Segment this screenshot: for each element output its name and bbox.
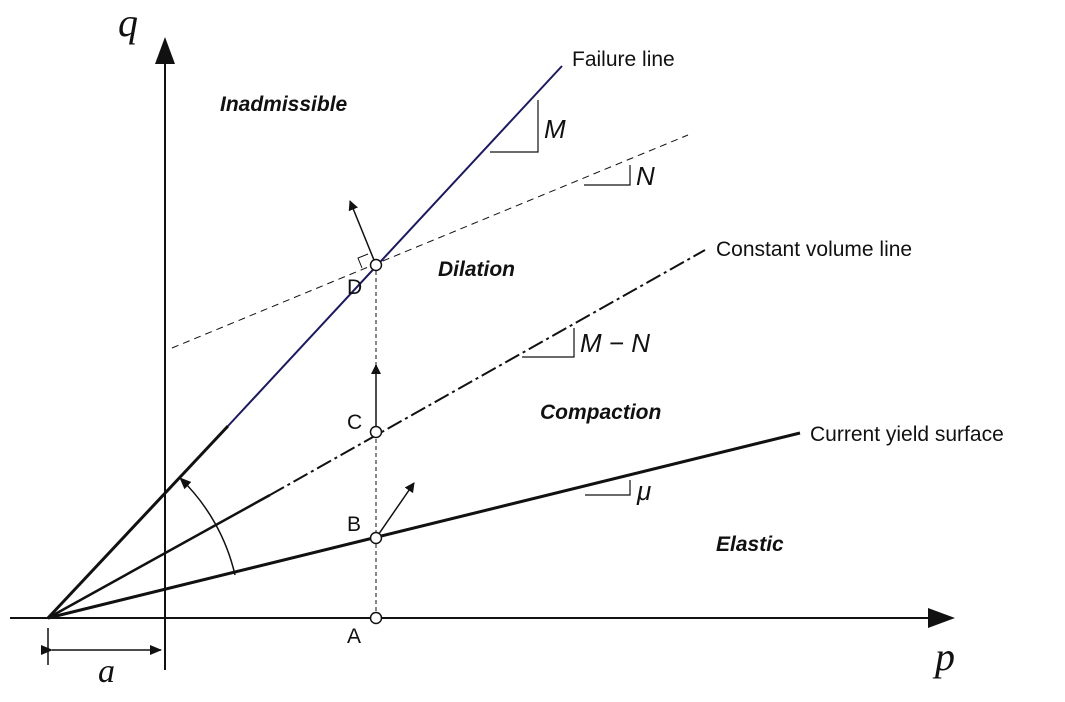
yield-surface-solid xyxy=(47,431,801,620)
constant-volume-line-dashed xyxy=(269,249,706,496)
points: A B C D xyxy=(347,258,383,648)
rotation-arc xyxy=(179,477,236,576)
q-axis-label: q xyxy=(118,0,138,45)
region-dilation-label: Dilation xyxy=(438,258,515,281)
failure-line-label: Failure line xyxy=(572,48,675,71)
constant-volume-slope-label: M − N xyxy=(580,328,650,358)
yield-slope-label: μ xyxy=(636,476,651,506)
point-b-label: B xyxy=(347,513,361,536)
dilatancy-slope-triangle xyxy=(584,165,631,186)
point-c-label: C xyxy=(347,411,362,434)
p-axis-label: p xyxy=(932,634,955,679)
constant-volume-slope-triangle xyxy=(522,328,575,358)
constant-volume-line: Constant volume line M − N xyxy=(47,238,912,620)
dilatancy-slope-label: N xyxy=(636,161,655,191)
q-axis-arrowhead xyxy=(155,37,175,64)
point-d-label: D xyxy=(347,276,362,299)
constant-volume-line-solid xyxy=(47,493,271,620)
axes: q p xyxy=(10,0,955,679)
offset-dimension: a xyxy=(41,628,162,690)
region-elastic-label: Elastic xyxy=(716,533,784,556)
failure-line-upper xyxy=(227,65,563,427)
yield-slope-triangle xyxy=(585,480,631,496)
region-labels: Inadmissible Dilation Compaction Elastic xyxy=(220,93,784,556)
point-b-marker xyxy=(369,531,383,545)
point-c-marker xyxy=(369,425,383,439)
flow-vector-b xyxy=(375,482,415,539)
flow-vector-d xyxy=(348,200,377,266)
region-compaction-label: Compaction xyxy=(540,401,661,424)
failure-line-lower xyxy=(46,424,230,620)
failure-line: Failure line M xyxy=(46,48,675,620)
point-a-marker xyxy=(369,611,383,625)
dilatancy-line-dashed xyxy=(171,134,689,349)
point-a-label: A xyxy=(347,625,361,648)
yield-surface-label: Current yield surface xyxy=(810,423,1004,446)
constant-volume-line-label: Constant volume line xyxy=(716,238,912,261)
dilatancy-line: N xyxy=(171,134,689,349)
offset-label: a xyxy=(98,653,115,690)
failure-slope-label: M xyxy=(544,114,566,144)
yield-surface-line: Current yield surface μ xyxy=(47,423,1004,620)
right-angle-marker xyxy=(357,253,369,269)
failure-slope-triangle xyxy=(490,100,539,153)
flow-vectors xyxy=(348,200,415,539)
point-d-marker xyxy=(369,258,383,272)
region-inadmissible-label: Inadmissible xyxy=(220,93,348,116)
p-axis-arrowhead xyxy=(928,608,955,628)
